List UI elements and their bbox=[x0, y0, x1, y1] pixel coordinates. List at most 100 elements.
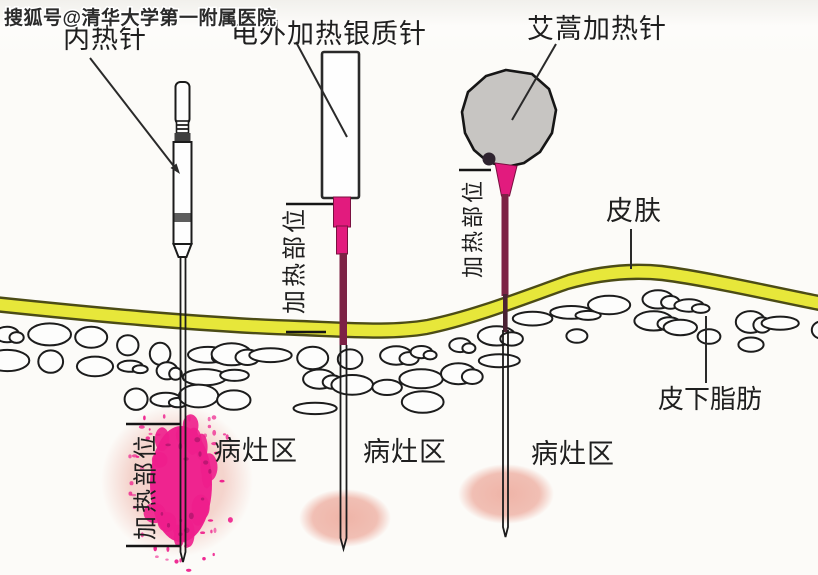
heating-zone-bracket-left bbox=[126, 422, 181, 548]
splatter-dot bbox=[222, 433, 227, 436]
splatter-dot bbox=[198, 451, 202, 457]
fat-cell bbox=[219, 368, 250, 382]
splatter-dot bbox=[188, 512, 194, 520]
splatter-dot bbox=[166, 546, 170, 552]
label-heating-zone-right: 加热部位 bbox=[461, 178, 486, 278]
splatter-dot bbox=[148, 432, 153, 436]
fat-cell bbox=[662, 318, 698, 337]
heated-shaft-dark bbox=[339, 253, 347, 345]
leader-lines bbox=[89, 41, 707, 383]
fat-cell bbox=[737, 336, 765, 353]
needle-band-upper bbox=[174, 133, 191, 142]
fat-cell bbox=[116, 334, 140, 357]
splatter-dot bbox=[148, 428, 151, 431]
leader-arrowhead bbox=[170, 163, 180, 174]
needle-neck bbox=[175, 120, 190, 134]
label-silver-heater-needle: 电外加热银质针 bbox=[231, 19, 427, 49]
lesion-area-middle bbox=[299, 489, 391, 547]
fat-cell bbox=[477, 353, 521, 369]
heating-zone-bracket-middle bbox=[286, 202, 333, 334]
fat-cell bbox=[587, 294, 632, 316]
splatter-dot bbox=[143, 502, 166, 524]
splatter-dot bbox=[186, 568, 192, 572]
leader-internal-needle bbox=[89, 57, 177, 170]
splatter-dot bbox=[173, 527, 185, 548]
splatter-dot bbox=[143, 415, 146, 421]
splatter-dot bbox=[155, 555, 159, 558]
lesion-splatter bbox=[128, 398, 233, 572]
splatter-dot bbox=[201, 465, 212, 489]
label-lesion-right: 病灶区 bbox=[531, 439, 615, 469]
fat-cell bbox=[248, 347, 293, 364]
fat-cell bbox=[499, 331, 524, 347]
splatter-dot bbox=[182, 519, 195, 548]
fat-cell bbox=[760, 315, 800, 331]
needle-handle-top bbox=[174, 81, 191, 125]
splatter-dot bbox=[200, 497, 205, 501]
label-heating-zone-left: 加热部位 bbox=[133, 432, 160, 540]
fat-cell bbox=[168, 366, 183, 381]
splatter-dot bbox=[139, 465, 145, 471]
label-skin: 皮肤 bbox=[606, 196, 662, 226]
splatter-dot bbox=[165, 443, 171, 447]
fat-cell bbox=[511, 310, 554, 327]
splatter-dot bbox=[203, 460, 209, 465]
splatter-dot bbox=[225, 434, 229, 440]
splatter-dot bbox=[191, 506, 205, 526]
moxa-heated-needle bbox=[460, 68, 558, 538]
label-moxa-heated-needle: 艾蒿加热针 bbox=[527, 14, 667, 44]
splatter-dot bbox=[129, 481, 134, 486]
needle-body bbox=[172, 141, 193, 245]
splatter-dot bbox=[174, 559, 179, 564]
label-lesion-middle: 病灶区 bbox=[363, 437, 447, 467]
splatter-dot bbox=[135, 455, 140, 458]
leader-silver-needle bbox=[295, 41, 348, 138]
fat-cell bbox=[8, 331, 25, 344]
label-internal-heat-needle: 内热针 bbox=[63, 24, 147, 54]
fat-cell bbox=[696, 328, 722, 345]
label-heating-zone-middle: 加热部位 bbox=[282, 206, 309, 314]
splatter-dot bbox=[212, 429, 217, 436]
fat-cell bbox=[574, 309, 602, 321]
shaft-transition bbox=[503, 294, 508, 332]
splatter-dot bbox=[202, 557, 206, 561]
fat-cell bbox=[422, 349, 438, 361]
splatter-dot bbox=[188, 415, 191, 422]
fat-cell bbox=[690, 303, 711, 314]
splatter-dot bbox=[207, 519, 214, 522]
splatter-dot bbox=[227, 517, 233, 523]
fat-cell bbox=[330, 374, 375, 396]
splatter-dot bbox=[155, 433, 161, 436]
internal-heat-needle bbox=[172, 81, 193, 563]
needle-shaft bbox=[502, 330, 509, 538]
splatter-dot bbox=[131, 493, 137, 497]
fat-cell bbox=[400, 390, 445, 414]
watermark-text: 搜狐号@清华大学第一附属医院 bbox=[4, 6, 277, 29]
splatter-dot bbox=[208, 469, 212, 474]
splatter-dot bbox=[219, 479, 225, 483]
leader-moxa-needle bbox=[511, 43, 557, 121]
splatter-dot bbox=[194, 437, 201, 443]
fat-cell bbox=[460, 368, 484, 386]
fat-cell bbox=[371, 378, 403, 396]
splatter-dot bbox=[207, 424, 212, 429]
fat-cell bbox=[75, 355, 115, 378]
heated-segment-narrow bbox=[336, 225, 348, 255]
splatter-dot bbox=[207, 416, 211, 422]
needle-band-lower bbox=[174, 213, 191, 222]
fat-cell bbox=[292, 401, 338, 416]
fat-cell bbox=[336, 348, 364, 371]
splatter-dot bbox=[213, 451, 220, 455]
fat-cell bbox=[810, 320, 818, 340]
splatter-dot bbox=[151, 452, 168, 468]
fat-cell bbox=[27, 322, 72, 347]
splatter-dot bbox=[213, 527, 217, 533]
lesion-area-left bbox=[101, 398, 253, 572]
label-lesion-left: 病灶区 bbox=[214, 436, 298, 466]
fat-cell bbox=[74, 325, 109, 349]
splatter-dot bbox=[160, 512, 164, 516]
splatter-dot bbox=[211, 442, 218, 446]
fat-cell bbox=[216, 389, 252, 411]
